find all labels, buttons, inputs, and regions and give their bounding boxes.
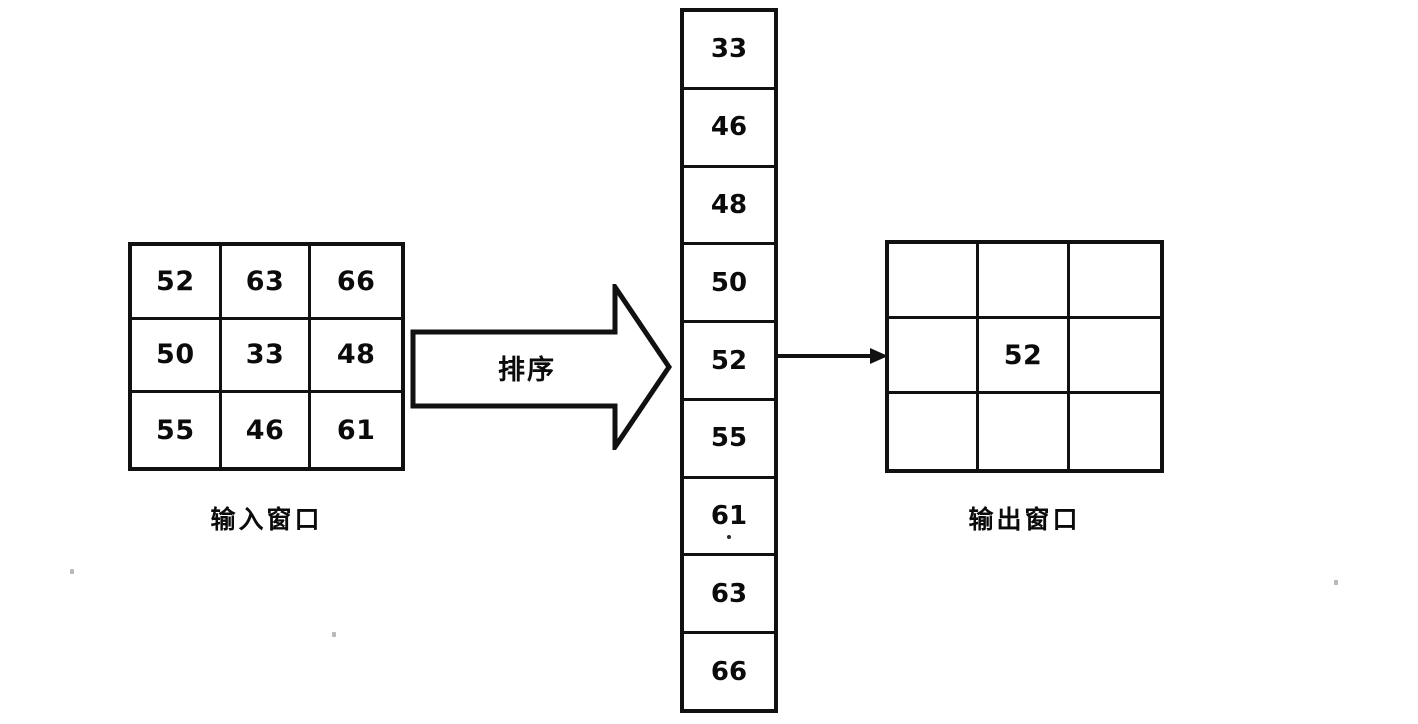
scan-speck-right xyxy=(1334,580,1338,585)
output-cell-r2c2 xyxy=(1070,394,1160,469)
sorted-values-list: 33 46 48 50 52 55 61 63 66 xyxy=(680,8,778,713)
input-cell-r0c1: 63 xyxy=(221,246,312,320)
input-cell-r1c2: 48 xyxy=(311,320,401,394)
sorted-cell-5: 55 xyxy=(684,401,774,479)
input-window-grid: 52 63 66 50 33 48 55 46 61 xyxy=(128,242,405,471)
input-cell-r1c0: 50 xyxy=(132,319,222,394)
sorted-cell-6: 61 xyxy=(684,479,774,557)
output-cell-r1c2 xyxy=(1069,319,1160,394)
output-window-caption: 输出窗口 xyxy=(968,505,1081,534)
scan-speck-left xyxy=(70,569,74,574)
sort-block-arrow-icon xyxy=(410,284,672,450)
sorted-cell-8: 66 xyxy=(710,656,748,687)
output-cell-r0c0 xyxy=(889,244,980,319)
output-window-grid: 52 xyxy=(885,240,1164,473)
output-cell-r1c1: 52 xyxy=(979,319,1070,394)
input-cell-r0c2: 66 xyxy=(311,246,401,320)
input-cell-r2c1: 46 xyxy=(222,393,312,467)
scan-speck-61 xyxy=(727,535,731,539)
output-cell-r0c2 xyxy=(1069,244,1160,319)
output-cell-r2c1 xyxy=(979,394,1070,469)
sorted-cell-7: 63 xyxy=(684,556,774,635)
output-cell-r0c1 xyxy=(979,244,1070,319)
input-cell-r1c1: 33 xyxy=(221,319,312,394)
output-cell-r1c0 xyxy=(889,319,980,394)
scan-speck-center xyxy=(332,632,336,637)
sorted-cell-0: 33 xyxy=(684,12,774,90)
output-cell-r2c0 xyxy=(889,394,980,469)
median-transfer-arrow-icon xyxy=(776,345,888,367)
sorted-cell-1: 46 xyxy=(684,90,774,168)
input-cell-r2c0: 55 xyxy=(132,393,222,467)
sorted-cell-median: 52 xyxy=(684,323,774,401)
input-cell-r0c0: 52 xyxy=(132,246,222,320)
sort-arrow-label: 排序 xyxy=(498,355,556,386)
input-cell-r2c2: 61 xyxy=(336,414,376,446)
sorted-cell-2: 48 xyxy=(684,168,774,246)
sorted-cell-3: 50 xyxy=(684,245,774,324)
input-window-caption: 输入窗口 xyxy=(210,505,323,534)
